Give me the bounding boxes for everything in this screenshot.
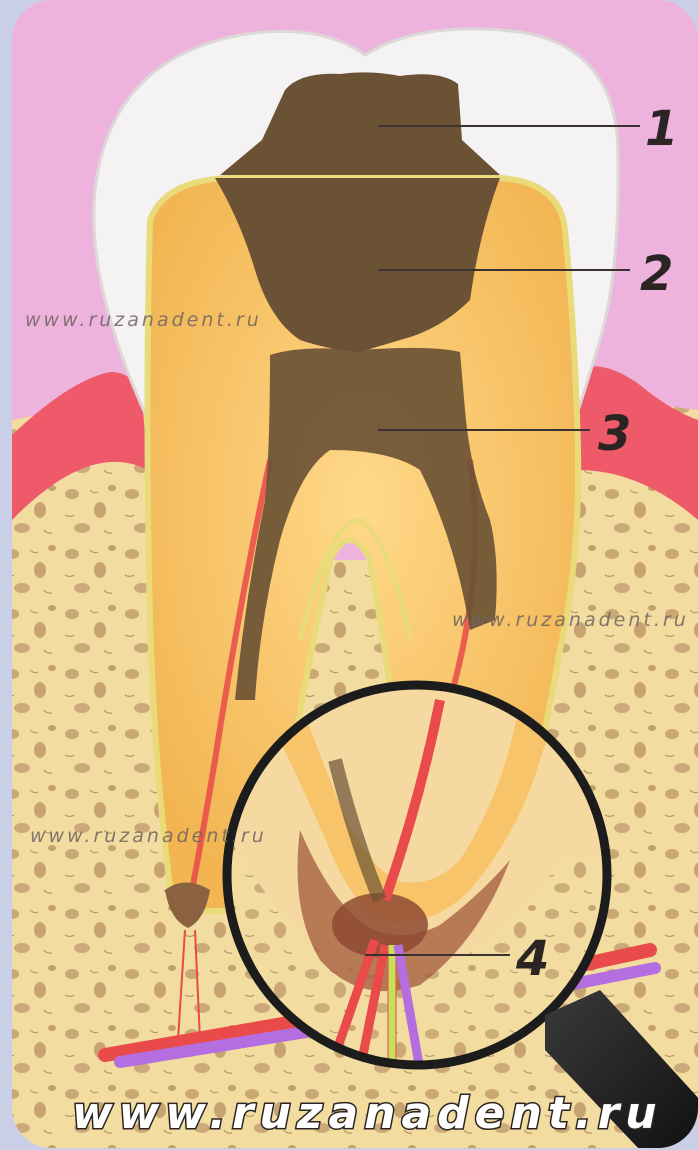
- callout-label-4: 4: [515, 931, 549, 987]
- callout-label-1: 1: [645, 101, 678, 157]
- watermark-top-left: www.ruzanadent.ru: [25, 309, 262, 331]
- callout-label-2: 2: [640, 246, 673, 302]
- watermark-mid-right: www.ruzanadent.ru: [452, 609, 689, 631]
- watermark-bottom: www.ruzanadent.ru: [72, 1088, 663, 1139]
- callout-label-3: 3: [598, 406, 631, 462]
- watermark-lower-left: www.ruzanadent.ru: [30, 825, 267, 847]
